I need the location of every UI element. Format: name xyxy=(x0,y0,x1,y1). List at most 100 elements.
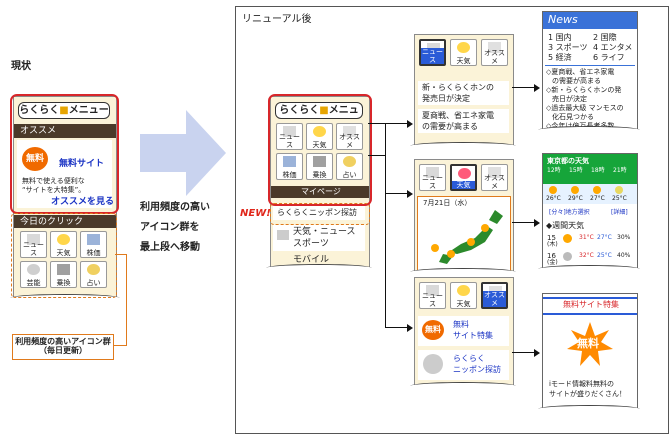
weather-tab-news[interactable]: ニュース xyxy=(419,164,446,191)
news-tab-weather[interactable]: 天気 xyxy=(450,39,477,66)
sun-icon xyxy=(457,285,470,296)
news-cat-4[interactable]: 4 エンタメ xyxy=(593,43,633,52)
news-headline-1[interactable]: ◇夏商戦、省エネ家電 xyxy=(546,68,615,76)
renewal-icon-fortune[interactable]: 占い xyxy=(336,153,363,180)
current-icon-geinou[interactable]: 芸能 xyxy=(20,261,47,288)
weather-row1-pct: 30% xyxy=(617,234,631,241)
news-divider xyxy=(545,65,635,66)
current-osusume-link[interactable]: オススメを見る xyxy=(51,197,115,207)
weather-sun-2-icon xyxy=(571,186,579,194)
current-icon-news[interactable]: ニュース xyxy=(20,231,47,258)
weather-map-area[interactable] xyxy=(417,196,511,272)
renewal-sports-label: スポーツ xyxy=(293,239,329,249)
current-icon-fortune[interactable]: 占い xyxy=(80,261,107,288)
renewal-icon-transfer[interactable]: 乗換 xyxy=(306,153,333,180)
renewal-icon-weather[interactable]: 天気 xyxy=(306,123,333,150)
news-headline-5[interactable]: ◇過去最大級 マンモスの xyxy=(546,104,624,112)
connector-to-osusume xyxy=(385,327,411,328)
weather-link-detail[interactable]: [詳細] xyxy=(611,209,628,216)
current-today-label: 今日のクリック xyxy=(20,217,84,227)
weather-time-3: 18時 xyxy=(591,167,605,174)
news-cat-3[interactable]: 3 スポーツ xyxy=(548,43,588,52)
burst-icon xyxy=(567,322,613,366)
weather-row2-lo: 25°C xyxy=(597,252,612,259)
news-arrowhead xyxy=(534,84,540,92)
news-item-2[interactable] xyxy=(418,109,509,133)
news-item-1[interactable] xyxy=(418,81,509,105)
move-text-3: 最上段へ移動 xyxy=(140,242,200,253)
news-cat-5[interactable]: 5 経済 xyxy=(548,53,572,62)
arrowhead-news xyxy=(407,120,413,128)
move-text-1: 利用頻度の高い xyxy=(140,202,210,213)
current-icon-stock[interactable]: 株価 xyxy=(80,231,107,258)
renewal-mypage-label: マイページ xyxy=(301,187,341,196)
news-item-2-line1: 夏商戦、省エネ家電 xyxy=(422,111,494,120)
current-desc-2: “サイトを大特集”。 xyxy=(22,186,86,194)
renewal-icon-news[interactable]: ニュース xyxy=(276,123,303,150)
weather-tear xyxy=(410,268,516,276)
moon-icon xyxy=(87,264,100,275)
weather-detail-panel: 東京都の天気 12時 15時 18時 21時 26°C 29°C 27°C 25… xyxy=(542,153,638,270)
renewal-phone: らくらく■メニュー ニュース 天気 オススメ 株価 乗換 占い マイページ らく… xyxy=(270,96,370,268)
callout-connector-h2 xyxy=(112,345,127,346)
news-tab-osusume[interactable]: オススメ xyxy=(481,39,508,66)
callout-connector-h xyxy=(115,254,127,255)
renewal-icon-osusume[interactable]: オススメ xyxy=(336,123,363,150)
weather-row1-hi: 31°C xyxy=(579,234,594,241)
osusume-arrow xyxy=(512,352,537,353)
current-desc-1: 無料で使える便利な xyxy=(22,177,85,185)
current-icon-transfer[interactable]: 乗換 xyxy=(50,261,77,288)
osusume-item-1-line1: 無料 xyxy=(453,320,469,329)
renewal-mypage-bar[interactable] xyxy=(271,186,369,198)
weather-tab-osusume[interactable]: オススメ xyxy=(481,164,508,191)
news-tab-news[interactable]: ニュース xyxy=(419,39,446,66)
callout-box: 利用頻度の高いアイコン群 （毎日更新） xyxy=(12,334,114,360)
news-cat-1[interactable]: 1 国内 xyxy=(548,33,572,42)
renewal-mobile-label: モバイル xyxy=(293,255,330,265)
news-item-1-line1: 新・らくらくホンの xyxy=(422,83,494,92)
news-arrow xyxy=(512,87,537,88)
weather-row1-lo: 27°C xyxy=(597,234,612,241)
current-today-bar xyxy=(14,215,116,228)
weather-time-2: 15時 xyxy=(569,167,583,174)
current-orange-highlight xyxy=(11,213,117,298)
connector-trunk xyxy=(368,123,386,124)
weather-tab-weather[interactable]: 天気 xyxy=(450,164,477,191)
weather-link[interactable]: [分々]地方選択 xyxy=(549,209,590,216)
connector-vertical xyxy=(385,123,386,328)
callout-line-2: （毎日更新） xyxy=(39,346,87,356)
weather-row2-day: 16 xyxy=(547,252,556,260)
renewal-icon-stock[interactable]: 株価 xyxy=(276,153,303,180)
weather-row2-wd: (金) xyxy=(547,259,558,266)
osusume-tab-weather[interactable]: 天気 xyxy=(450,282,477,309)
weather-time-4: 21時 xyxy=(613,167,627,174)
renewal-nippon-row[interactable] xyxy=(273,206,365,220)
news-cat-6[interactable]: 6 ライフ xyxy=(593,53,625,62)
osusume-feature-title: 無料サイト特集 xyxy=(563,300,619,309)
weather-temp-1: 26°C xyxy=(546,195,561,202)
connector-to-weather xyxy=(385,193,411,194)
newspaper-icon xyxy=(27,234,40,245)
news-cat-2[interactable]: 2 国際 xyxy=(593,33,617,42)
thumbs-up-icon xyxy=(488,167,501,178)
news-detail-tear xyxy=(538,126,640,134)
weather-row2-pct: 40% xyxy=(617,252,631,259)
osusume-big-badge: 無料 xyxy=(577,337,599,350)
weather-temp-row xyxy=(543,184,637,204)
weather-row2-cloud-icon xyxy=(563,252,572,261)
current-muryo-site[interactable]: 無料サイト xyxy=(59,159,105,169)
news-headline-2: の需要が高まる xyxy=(552,77,601,85)
osusume-item-2-line2: ニッポン探訪 xyxy=(453,365,501,374)
renewal-orange-highlight xyxy=(270,203,370,225)
weather-row1-wd: (木) xyxy=(547,241,558,248)
news-phone: ニュース 天気 オススメ 新・らくらくホンの 発売日が決定 夏商戦、省エネ家電 … xyxy=(414,34,514,148)
osusume-tab-osusume[interactable]: オススメ xyxy=(481,282,508,309)
chart-icon xyxy=(87,234,100,245)
news-headline-3[interactable]: ◇新・らくらくホンの発 xyxy=(546,86,622,94)
renewal-heading: リニューアル後 xyxy=(242,14,312,25)
microphone-icon xyxy=(27,264,40,275)
weather-time-1: 12時 xyxy=(547,167,561,174)
news-item-1-line2: 発売日が決定 xyxy=(422,94,470,103)
osusume-tab-news[interactable]: ニュース xyxy=(419,282,446,309)
current-icon-weather[interactable]: 天気 xyxy=(50,231,77,258)
